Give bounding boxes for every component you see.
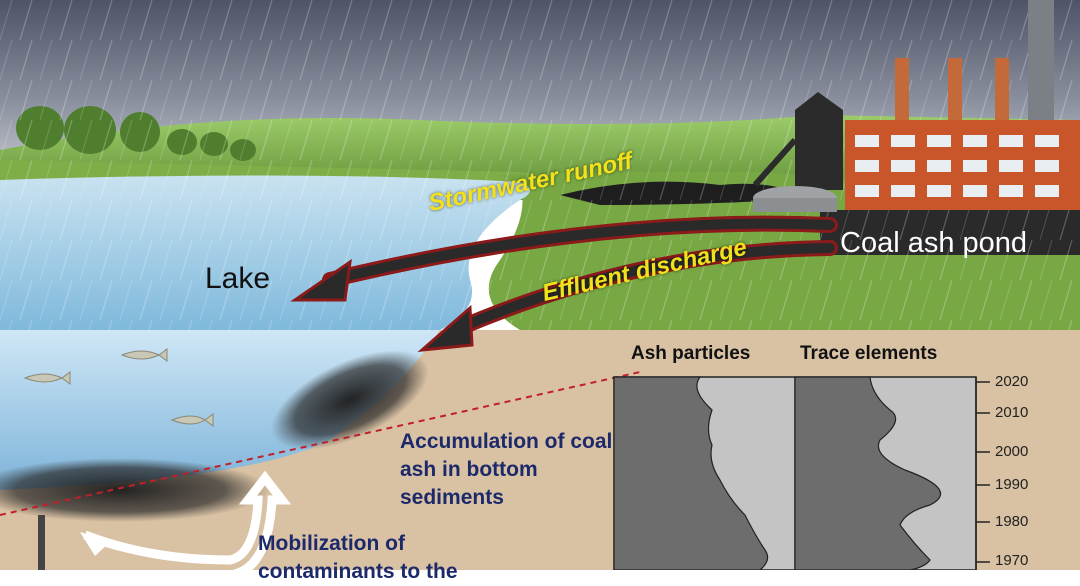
trace-elements-profile xyxy=(794,376,942,570)
coal-tower xyxy=(795,92,843,190)
arrow-icon xyxy=(417,304,474,352)
core-profile-panel xyxy=(613,376,990,570)
arrow-icon xyxy=(290,258,352,302)
year-tick-label: 1970 xyxy=(995,552,1029,569)
accumulation-label: Accumulation of coal ash in bottom sedim… xyxy=(400,430,613,509)
lake-label: Lake xyxy=(205,262,271,295)
year-tick-label: 1980 xyxy=(995,513,1029,530)
fish-icon xyxy=(23,348,214,427)
year-tick-label: 1990 xyxy=(995,476,1029,493)
ash-particles-profile xyxy=(613,376,769,570)
year-tick-label: 2020 xyxy=(995,373,1029,390)
ash-deposit-slope xyxy=(271,350,429,450)
ash-particles-header: Ash particles xyxy=(631,343,751,364)
mobilization-label: Mobilization of contaminants to the xyxy=(258,532,458,583)
chimney-icon xyxy=(895,0,1054,120)
sediment-core-pipe xyxy=(38,515,45,570)
coal-ash-scene xyxy=(0,0,1080,570)
runoff-arrow xyxy=(325,218,835,285)
factory-icon xyxy=(845,120,1080,210)
effluent-arrow xyxy=(450,243,835,335)
trace-elements-header: Trace elements xyxy=(800,343,938,364)
ash-deposit-bottom xyxy=(0,458,270,522)
year-tick-label: 2000 xyxy=(995,443,1029,460)
mobilization-arrow xyxy=(83,470,292,570)
year-tick-label: 2010 xyxy=(995,404,1029,421)
arrow-icon xyxy=(80,532,110,556)
coal-ash-pond-label: Coal ash pond xyxy=(840,227,1028,259)
